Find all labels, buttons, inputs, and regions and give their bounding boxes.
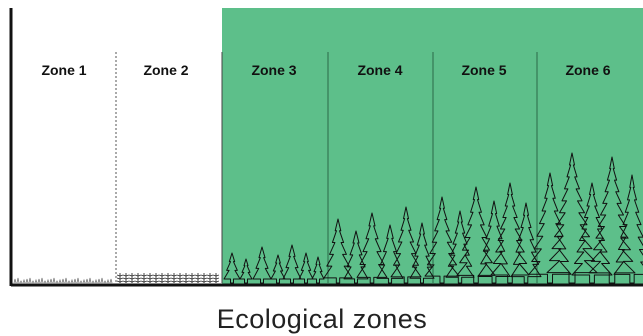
conifer-tree (613, 174, 643, 284)
shrub (122, 273, 130, 283)
zone-4-label: Zone 4 (357, 62, 402, 78)
conifer-tree (323, 218, 353, 284)
shrub (164, 273, 172, 283)
conifer-tree (390, 206, 422, 284)
shrub (188, 273, 196, 283)
conifer-tree (376, 224, 404, 284)
conifer-tree (445, 210, 475, 284)
shrub (194, 273, 202, 283)
conifer-tree (490, 182, 530, 284)
shrub (134, 273, 142, 283)
conifer-tree (270, 254, 286, 284)
shrub (182, 273, 190, 283)
conifer-tree (424, 196, 460, 284)
zone-5-label: Zone 5 (461, 62, 506, 78)
conifer-tree (546, 152, 598, 284)
conifer-tree (239, 258, 253, 284)
conifer-tree (409, 222, 435, 284)
shrub (212, 273, 220, 283)
conifer-tree (477, 200, 511, 284)
conifer-tree (252, 246, 272, 284)
shrub (116, 273, 124, 283)
conifer-tree (510, 202, 542, 284)
diagram-caption: Ecological zones (217, 304, 428, 334)
conifer-tree (223, 252, 241, 284)
conifer-tree (588, 156, 636, 284)
conifer-tree (311, 256, 325, 284)
shrub (128, 273, 136, 283)
conifer-tree (456, 186, 496, 284)
shrub (158, 273, 166, 283)
shrub (200, 273, 208, 283)
vegetation-layer (13, 152, 643, 284)
conifer-tree (571, 182, 613, 284)
conifer-tree (282, 244, 302, 284)
conifer-tree (356, 212, 388, 284)
zone-2-label: Zone 2 (143, 62, 188, 78)
shrub (170, 273, 178, 283)
conifer-tree (528, 172, 572, 284)
grass-stubble (13, 277, 113, 284)
shrub (206, 273, 214, 283)
conifer-tree (343, 230, 369, 284)
zone-6-label: Zone 6 (565, 62, 610, 78)
shrub (140, 273, 148, 283)
zone-1-label: Zone 1 (41, 62, 86, 78)
conifer-tree (298, 252, 314, 284)
zone-3-label: Zone 3 (251, 62, 296, 78)
shrub (176, 273, 184, 283)
shrub (152, 273, 160, 283)
shrub (146, 273, 154, 283)
